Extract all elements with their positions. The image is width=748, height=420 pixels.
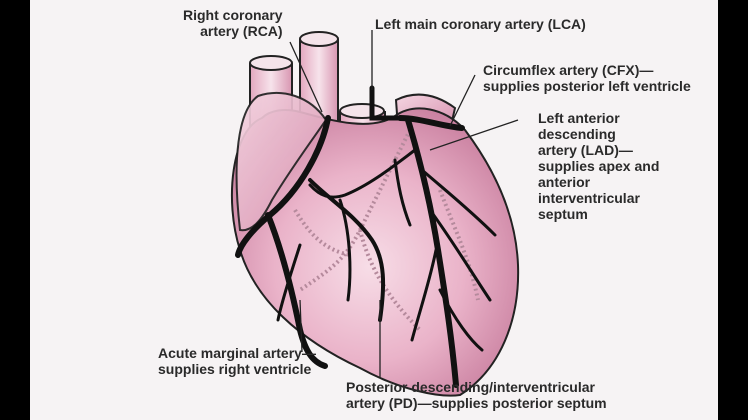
label-rca: Right coronary artery (RCA) (183, 7, 283, 39)
posterior-vessels-dotted (293, 129, 480, 332)
right-atrium (235, 92, 328, 232)
coronary-arteries (235, 85, 497, 388)
label-rca-line1: Right coronary (183, 7, 283, 23)
leader-lines (289, 30, 519, 378)
label-pd-line1: Posterior descending/interventricular (346, 379, 595, 395)
label-lad-line5: anterior (538, 174, 591, 190)
label-lca: Left main coronary artery (LCA) (375, 16, 586, 32)
label-cfx-line2: supplies posterior left ventricle (483, 78, 691, 94)
label-lad-line6: interventricular (538, 190, 640, 206)
diagram-panel: Right coronary artery (RCA) Left main co… (30, 0, 718, 420)
label-lad-line3: artery (LAD)— (538, 142, 633, 158)
label-lca-line1: Left main coronary artery (LCA) (375, 16, 586, 32)
label-lad-line4: supplies apex and (538, 158, 660, 174)
label-lad-line1: Left anterior (538, 110, 620, 126)
label-lad-line2: descending (538, 126, 616, 142)
label-rca-line2: artery (RCA) (200, 23, 283, 39)
label-cfx-line1: Circumflex artery (CFX)— (483, 62, 654, 78)
label-acute-marginal-line2: supplies right ventricle (158, 361, 312, 377)
label-lad: Left anterior descending artery (LAD)— s… (538, 110, 659, 222)
label-pd-line2: artery (PD)—supplies posterior septum (346, 395, 607, 411)
label-cfx: Circumflex artery (CFX)— supplies poster… (483, 62, 691, 94)
label-acute-marginal-line1: Acute marginal artery— (158, 345, 316, 361)
heart-illustration (230, 30, 520, 397)
label-lad-line7: septum (538, 206, 588, 222)
label-acute-marginal: Acute marginal artery— supplies right ve… (158, 345, 316, 377)
label-pd: Posterior descending/interventricular ar… (346, 379, 607, 411)
